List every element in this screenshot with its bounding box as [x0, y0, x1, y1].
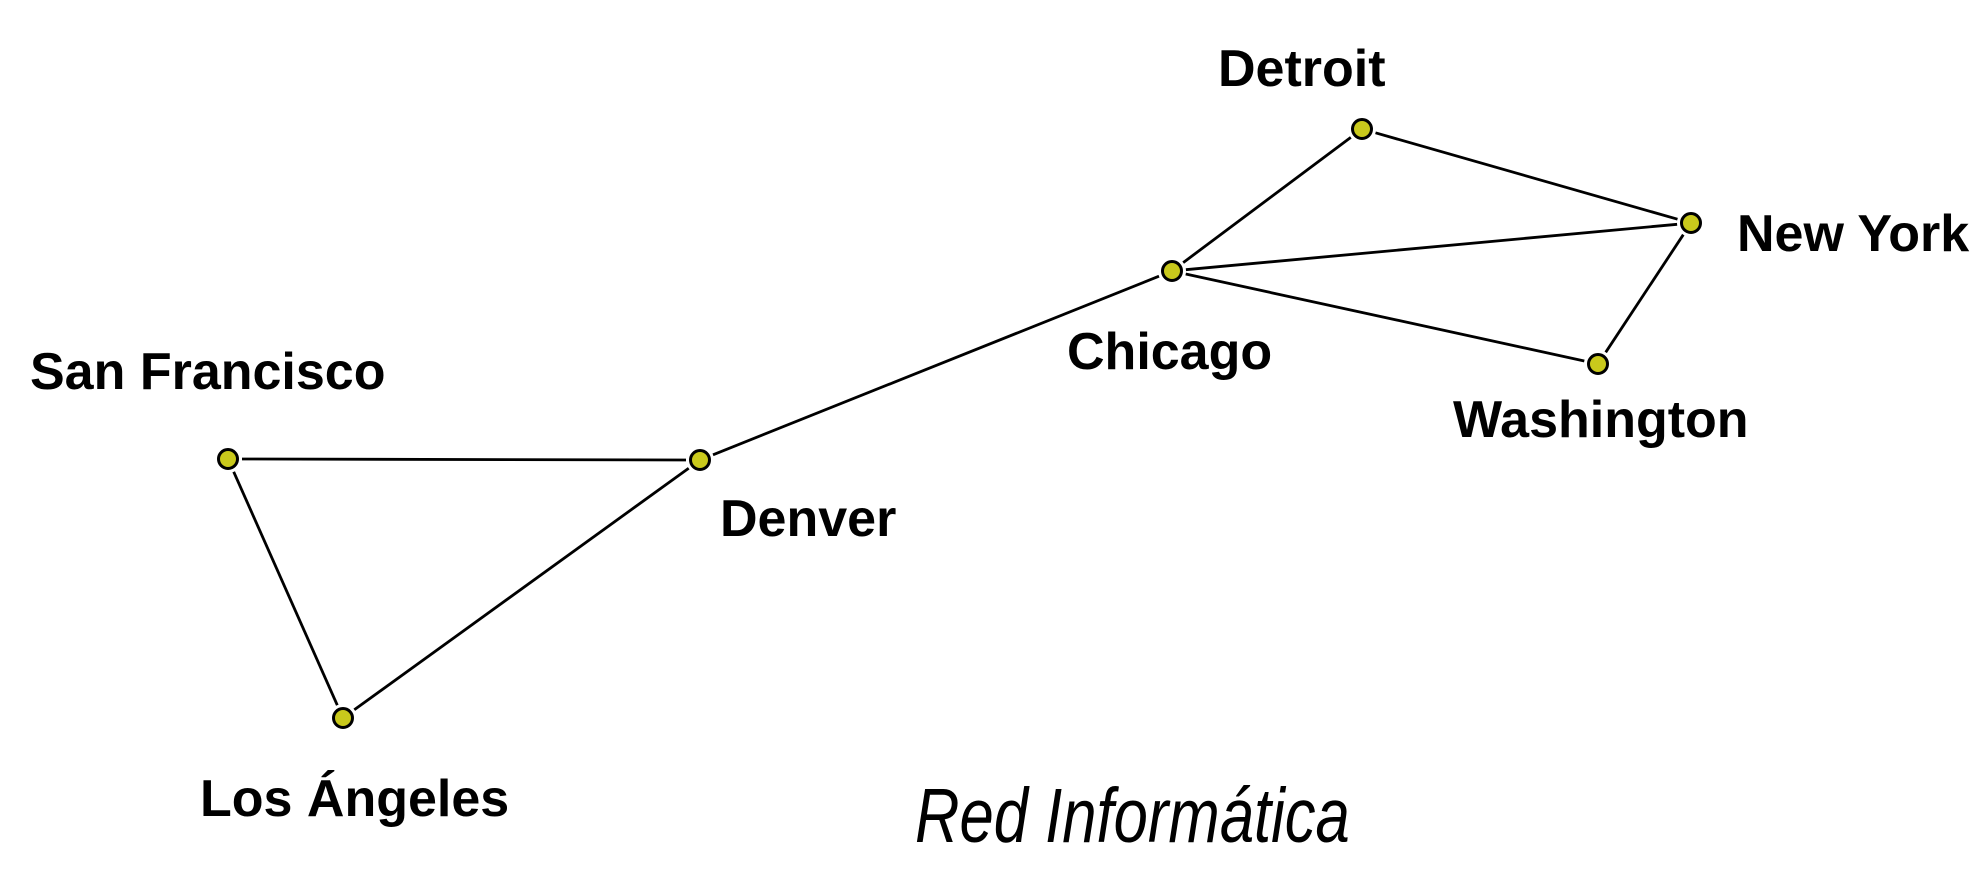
node-new-york [1680, 212, 1702, 234]
node-label-los-angeles: Los Ángeles [200, 770, 510, 828]
node-label-chicago: Chicago [1067, 323, 1273, 381]
diagram-title: Red Informática [915, 773, 1350, 859]
node-label-denver: Denver [720, 490, 897, 548]
edge-san-francisco-los-angeles [232, 471, 339, 706]
node-chicago [1161, 260, 1183, 282]
node-denver [689, 449, 711, 471]
edge-denver-chicago [712, 274, 1160, 457]
node-washington [1587, 353, 1609, 375]
node-label-washington: Washington [1453, 391, 1749, 449]
node-san-francisco [217, 448, 239, 470]
node-label-san-francisco: San Francisco [30, 343, 386, 401]
node-los-angeles [332, 707, 354, 729]
edge-chicago-new-york [1185, 222, 1678, 272]
node-detroit [1351, 118, 1373, 140]
edge-san-francisco-denver [241, 457, 687, 462]
edge-detroit-new-york [1375, 131, 1678, 221]
node-label-new-york: New York [1737, 205, 1970, 263]
edge-chicago-washington [1185, 272, 1585, 363]
edge-new-york-washington [1604, 233, 1685, 354]
edge-los-angeles-denver [353, 467, 690, 711]
edge-chicago-detroit [1182, 136, 1352, 264]
node-label-detroit: Detroit [1218, 40, 1386, 98]
